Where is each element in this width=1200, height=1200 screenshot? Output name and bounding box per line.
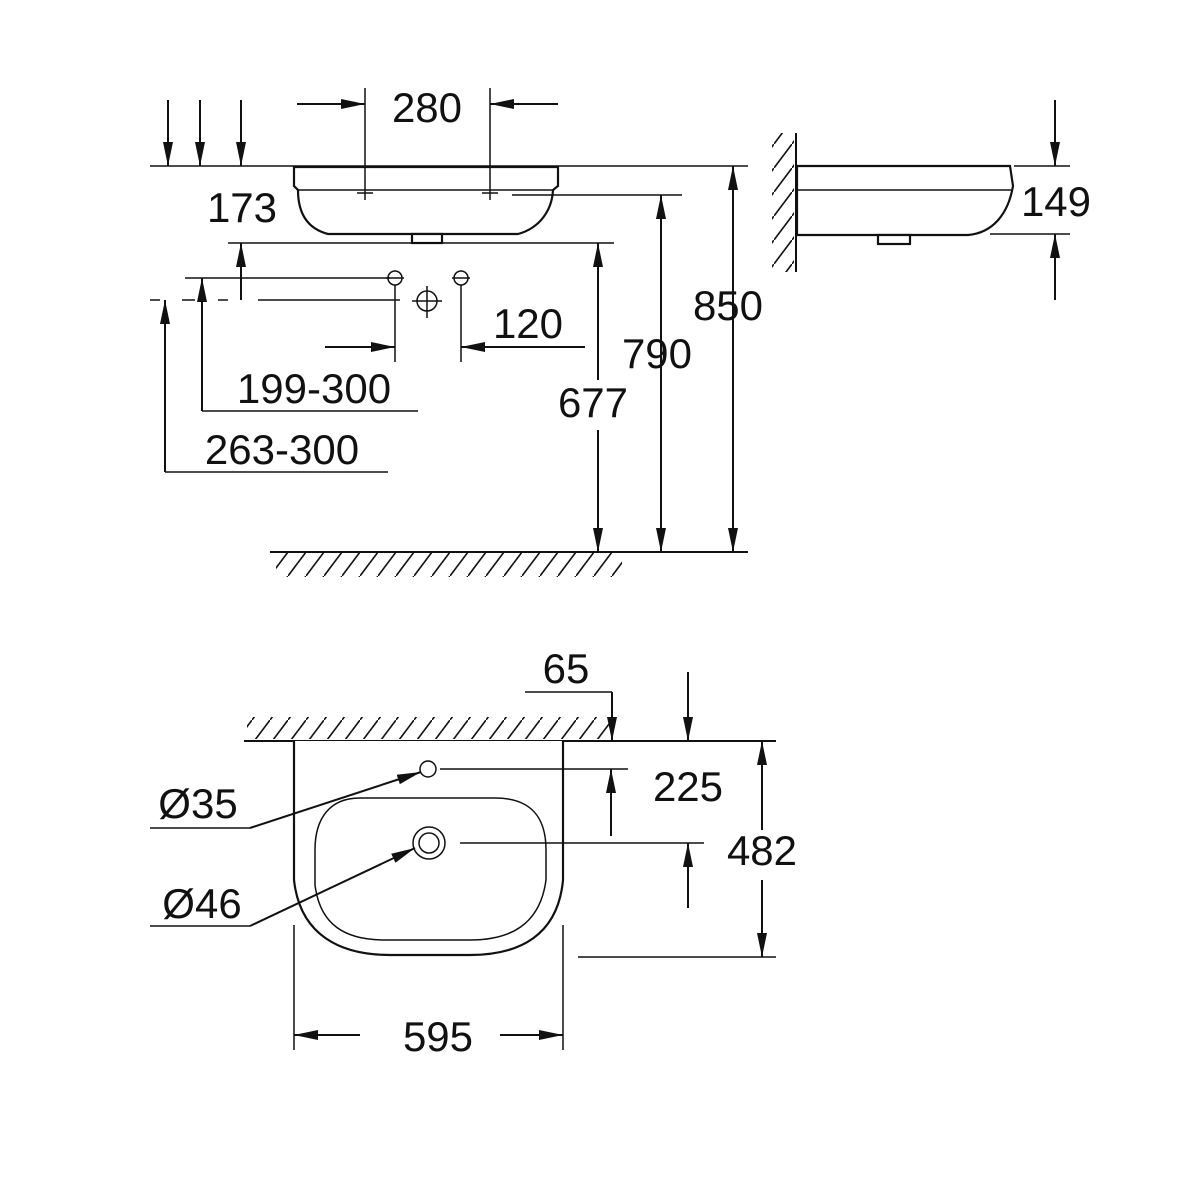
basin-plan-bowl — [314, 797, 547, 941]
tap-hole-marker-left — [357, 186, 373, 200]
supply-connection-right — [452, 270, 470, 286]
dim-bottom-height: 677 — [558, 379, 628, 426]
tap-hole-marker-right — [482, 186, 498, 200]
dim-basin-depth-front: 173 — [207, 184, 277, 231]
side-drain-stub — [876, 233, 912, 246]
basin-side-outline — [795, 164, 1015, 237]
dim-projection: 482 — [727, 827, 797, 874]
waste-connection — [412, 286, 442, 318]
tap-hole — [419, 760, 437, 778]
front-elevation: 280 173 850 790 677 — [150, 84, 763, 577]
wall-side — [772, 133, 797, 272]
floor — [270, 551, 748, 577]
wall-plan — [244, 717, 776, 742]
basin-front-outline — [292, 165, 560, 236]
dim-trap-range-1: 199-300 — [237, 365, 391, 412]
plan-view: 65 225 482 Ø35 Ø46 595 — [150, 645, 797, 1060]
dim-trap-range-2: 263-300 — [205, 426, 359, 473]
dim-waste-offset: 120 — [493, 300, 563, 347]
dim-wall-offset: 65 — [543, 645, 590, 692]
dim-tap-hole-distance: 225 — [653, 763, 723, 810]
basin-plan-outer — [292, 741, 565, 957]
dim-rim-height: 790 — [622, 330, 692, 377]
side-elevation: 149 — [772, 100, 1091, 300]
dim-width: 595 — [403, 1013, 473, 1060]
dim-tap-hole-diameter: Ø35 — [158, 780, 237, 827]
dim-basin-depth-side: 149 — [1021, 178, 1091, 225]
drain-stub — [410, 232, 444, 245]
dim-waste-diameter: Ø46 — [162, 880, 241, 927]
dim-total-height: 850 — [693, 282, 763, 329]
waste-outlet — [412, 826, 446, 860]
dim-tap-hole-spacing: 280 — [392, 84, 462, 131]
